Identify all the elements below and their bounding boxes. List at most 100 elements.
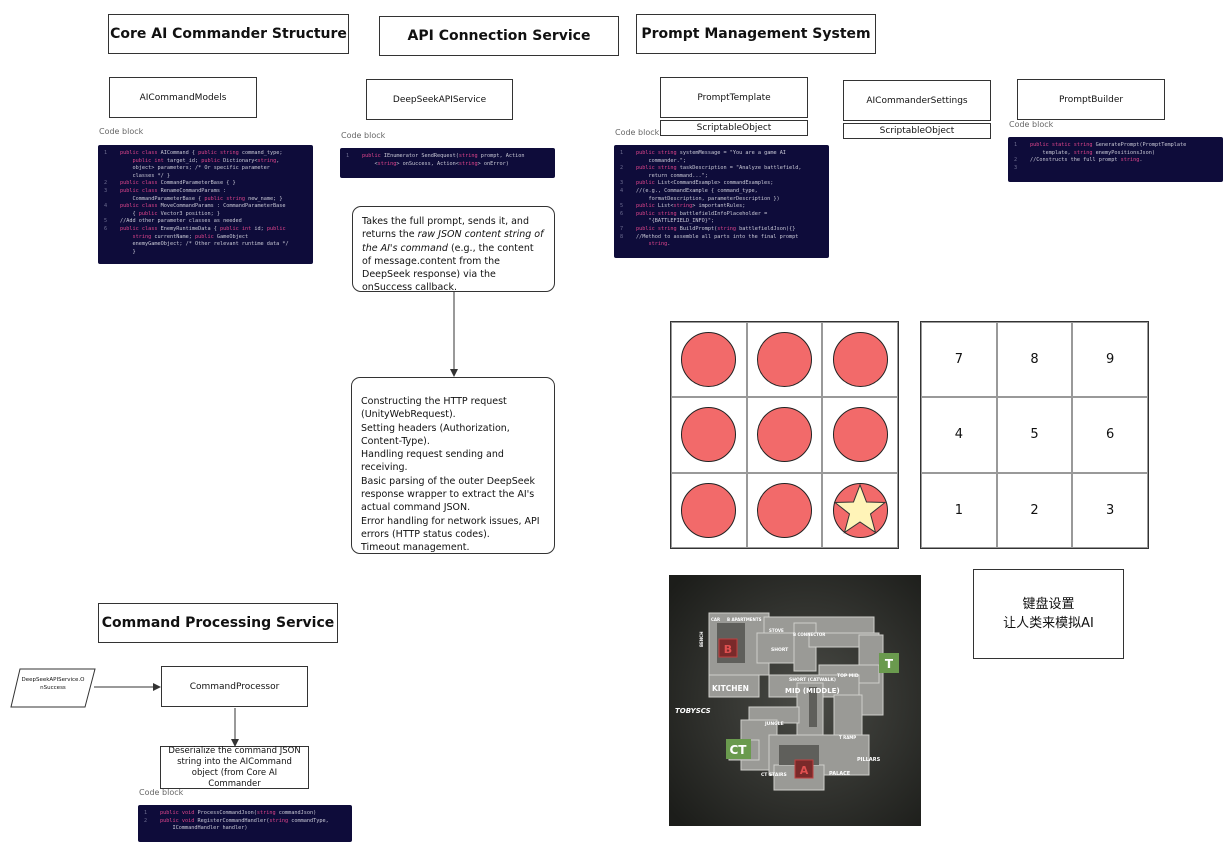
map-label-top-mid: TOP MID bbox=[837, 673, 859, 679]
code-line-text: string currentName; public GameObject bbox=[132, 233, 249, 240]
numpad-key[interactable]: 9 bbox=[1072, 322, 1148, 398]
code-line-number: 7 bbox=[620, 225, 624, 232]
command-processor-node[interactable]: CommandProcessor bbox=[161, 666, 308, 707]
code-line-text: string. bbox=[648, 241, 671, 248]
deepseek-api-service-node[interactable]: DeepSeekAPIService bbox=[366, 79, 513, 120]
api-detail-line: Constructing the HTTP request (UnityWebR… bbox=[361, 396, 507, 421]
map-label-ct-stairs: CT STAIRS bbox=[761, 772, 787, 778]
code-line-text: } bbox=[120, 248, 136, 255]
code-line-number: 2 bbox=[620, 165, 624, 172]
code-line: 3 bbox=[1014, 165, 1217, 173]
code-line-number: 5 bbox=[620, 203, 624, 210]
numpad-key[interactable]: 4 bbox=[921, 397, 997, 473]
map-label-b-apartments: B APARTMENTS bbox=[727, 617, 762, 622]
code-line-number bbox=[104, 234, 120, 242]
code-line-number bbox=[104, 165, 120, 173]
grid-cell[interactable] bbox=[822, 322, 898, 398]
code-line: commander."; bbox=[620, 158, 823, 166]
grid-cell[interactable] bbox=[746, 472, 823, 548]
code-line: public int target_id; public Dictionary<… bbox=[104, 158, 307, 166]
code-line-number: 3 bbox=[104, 187, 108, 194]
code-line-text: public int target_id; public Dictionary<… bbox=[132, 157, 280, 164]
grid-cell[interactable] bbox=[671, 472, 747, 548]
code-line: 4//(e.g., CommandExample { command_type, bbox=[620, 188, 823, 196]
grid-cell[interactable] bbox=[822, 397, 898, 473]
map-brand: TOBYSCS bbox=[675, 707, 711, 715]
code-line-text: public class AICommand { public string c… bbox=[120, 150, 283, 156]
code-line-text: public class RenameCommandParams : bbox=[120, 187, 227, 194]
code-line-text: public string battlefieldInfoPlaceholder… bbox=[636, 210, 768, 217]
numpad-key[interactable]: 2 bbox=[996, 472, 1073, 548]
code-line-number bbox=[346, 161, 362, 169]
code-line-text: CommandParameterBase { public string new… bbox=[120, 195, 283, 202]
numpad-key[interactable]: 5 bbox=[996, 397, 1073, 473]
numpad-key[interactable]: 3 bbox=[1072, 472, 1148, 548]
map-label-short: SHORT bbox=[771, 647, 789, 653]
numpad-grid: 7 8 9 4 5 6 1 2 3 bbox=[920, 321, 1149, 549]
section-title-prompt: Prompt Management System bbox=[636, 14, 876, 54]
grid-cell[interactable] bbox=[671, 322, 747, 398]
map-label-palace: PALACE bbox=[829, 771, 851, 777]
code-line-text: //Constructs the full prompt string. bbox=[1030, 157, 1143, 164]
game-map-image: B T CT A KITCHEN MID (MIDDLE) SHORT (CAT… bbox=[669, 575, 921, 826]
code-line-number: 1 bbox=[1014, 142, 1018, 148]
code-line-text: formatDescription, parameterDescription … bbox=[636, 195, 780, 202]
input-parallelogram[interactable] bbox=[10, 668, 96, 708]
code-line-number: 3 bbox=[1014, 164, 1018, 171]
map-label-t-ramp: T RAMP bbox=[839, 735, 856, 740]
code-line: "{BATTLEFIELD_INFO}"; bbox=[620, 218, 823, 226]
code-line: 1 public static string GeneratePrompt(Pro… bbox=[1014, 142, 1217, 150]
grid-cell[interactable] bbox=[671, 397, 747, 473]
prompt-template-node[interactable]: PromptTemplate bbox=[660, 77, 808, 118]
code-line-text: public static string GeneratePrompt(Prom… bbox=[1030, 142, 1187, 148]
api-detail-line: Setting headers (Authorization, Content-… bbox=[361, 422, 510, 447]
code-line-number bbox=[620, 218, 636, 226]
code-block-prompt-builder[interactable]: 1 public static string GeneratePrompt(Pro… bbox=[1008, 137, 1223, 182]
grid-cell-selected[interactable] bbox=[822, 472, 898, 548]
grid-cell[interactable] bbox=[746, 397, 823, 473]
code-line-number: 4 bbox=[620, 187, 624, 194]
api-summary-text-before: Takes the full prompt, sends it, and ret… bbox=[362, 216, 529, 241]
map-label-bench: BENCH bbox=[699, 632, 704, 647]
code-line-number: 6 bbox=[104, 225, 108, 232]
code-line: formatDescription, parameterDescription … bbox=[620, 196, 823, 204]
code-line-text: template, string enemyPositionsJson) bbox=[1030, 149, 1155, 156]
keyboard-note-line1: 键盘设置 bbox=[1022, 597, 1075, 612]
grid-cell[interactable] bbox=[746, 322, 823, 398]
code-line-text: classes */ } bbox=[120, 172, 170, 179]
numpad-key[interactable]: 6 bbox=[1072, 397, 1148, 473]
numpad-key[interactable]: 8 bbox=[996, 322, 1073, 398]
ai-commander-settings-tag: ScriptableObject bbox=[843, 123, 991, 139]
enemy-circle bbox=[832, 407, 888, 463]
api-summary-note: Takes the full prompt, sends it, and ret… bbox=[352, 206, 555, 293]
map-label-a: A bbox=[800, 764, 809, 777]
numpad-key[interactable]: 1 bbox=[921, 472, 997, 548]
prompt-builder-node[interactable]: PromptBuilder bbox=[1017, 79, 1165, 120]
map-drawing: B T CT A KITCHEN MID (MIDDLE) SHORT (CAT… bbox=[669, 575, 921, 826]
code-line: <string> onSuccess, Action<string> onErr… bbox=[346, 161, 549, 169]
code-line-number: 1 bbox=[620, 150, 624, 156]
code-caption: Code block bbox=[99, 127, 144, 136]
code-caption: Code block bbox=[1009, 120, 1054, 129]
map-label-b: B bbox=[724, 643, 732, 656]
code-line-number: 2 bbox=[104, 180, 108, 187]
map-label-kitchen: KITCHEN bbox=[712, 684, 749, 693]
ai-commander-settings-node[interactable]: AICommanderSettings bbox=[843, 80, 991, 121]
code-line-number bbox=[1014, 150, 1030, 158]
enemy-circle bbox=[681, 482, 737, 538]
code-line-text: "{BATTLEFIELD_INFO}"; bbox=[636, 218, 715, 225]
section-title-api: API Connection Service bbox=[379, 16, 619, 56]
numpad-key[interactable]: 7 bbox=[921, 322, 997, 398]
api-detail-line: Error handling for network issues, API e… bbox=[361, 515, 540, 540]
ai-command-models-node[interactable]: AICommandModels bbox=[109, 77, 257, 118]
code-line-number bbox=[620, 173, 636, 181]
